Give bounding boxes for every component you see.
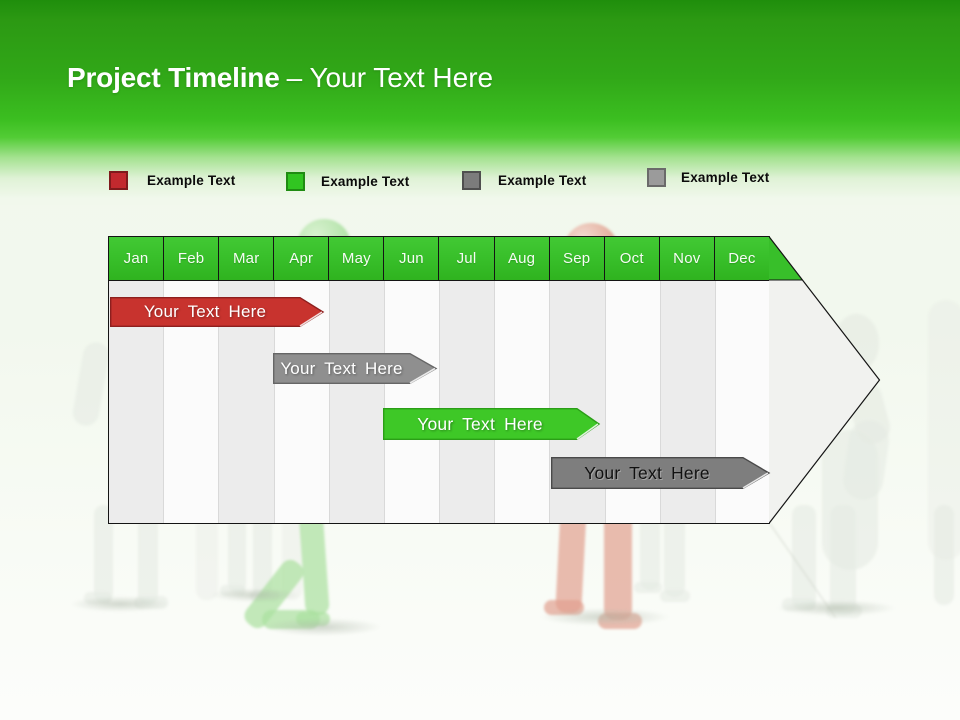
figure-left-leg <box>94 505 113 603</box>
month-cell-jan[interactable]: Jan <box>109 237 165 280</box>
floor-shadow <box>262 618 382 636</box>
figure-red-leg <box>604 505 632 620</box>
title-band <box>0 0 960 205</box>
month-cell-may[interactable]: May <box>329 237 385 280</box>
month-header-row: Jan Feb Mar Apr May Jun Jul Aug Sep Oct … <box>109 237 770 281</box>
bar-label: Your Text Here <box>143 302 267 321</box>
floor-shadow <box>70 596 170 612</box>
figure-mid-foot <box>634 582 662 593</box>
figure-right-leg <box>792 505 816 610</box>
figure-left2-leg <box>253 505 272 597</box>
legend-item-green[interactable]: Example Text <box>286 172 409 191</box>
figure-far-right-leg <box>934 505 954 605</box>
grid-column <box>384 281 441 523</box>
legend-swatch-gray <box>647 168 666 187</box>
arrow-tip <box>769 236 881 524</box>
timeline-bar-green[interactable]: Your Text Here <box>383 408 601 440</box>
month-cell-oct[interactable]: Oct <box>604 237 660 280</box>
legend-item-gray[interactable]: Example Text <box>647 168 769 187</box>
month-cell-jul[interactable]: Jul <box>439 237 495 280</box>
legend-swatch-green <box>286 172 305 191</box>
slide-title-light: – Your Text Here <box>286 62 494 93</box>
timeline-bar-gray[interactable]: Your Text Here <box>273 353 438 384</box>
timeline-chart: Jan Feb Mar Apr May Jun Jul Aug Sep Oct … <box>108 236 883 526</box>
month-cell-sep[interactable]: Sep <box>549 237 605 280</box>
bar-label: Your Text Here <box>280 358 403 378</box>
month-cell-apr[interactable]: Apr <box>274 237 330 280</box>
grid-column <box>440 281 496 523</box>
grid-column <box>495 281 551 523</box>
figure-back-leg <box>196 505 218 600</box>
legend-label: Example Text <box>147 173 236 188</box>
figure-left-leg <box>138 505 158 605</box>
timeline-bar-red[interactable]: Your Text Here <box>110 297 325 327</box>
figure-right-leg <box>830 505 856 615</box>
timeline-bar-darkgray[interactable]: Your Text Here <box>551 457 771 489</box>
floor-shadow <box>540 608 670 626</box>
bar-label: Your Text Here <box>417 413 543 434</box>
month-cell-feb[interactable]: Feb <box>164 237 220 280</box>
legend-label: Example Text <box>681 170 770 185</box>
legend-swatch-gray-dark <box>462 171 481 190</box>
month-cell-mar[interactable]: Mar <box>219 237 275 280</box>
legend-item-gray-dark[interactable]: Example Text <box>462 171 586 190</box>
legend-label: Example Text <box>498 173 587 188</box>
bar-label: Your Text Here <box>584 462 710 483</box>
legend-item-red[interactable]: Example Text <box>109 171 235 190</box>
figure-mid-foot <box>660 590 690 602</box>
slide-title[interactable]: Project Timeline– Your Text Here <box>67 62 493 94</box>
figure-mid-leg <box>664 505 685 597</box>
floor-shadow <box>776 600 896 616</box>
month-cell-aug[interactable]: Aug <box>494 237 550 280</box>
month-cell-jun[interactable]: Jun <box>384 237 440 280</box>
figure-mid-leg <box>640 505 660 590</box>
slide-title-bold: Project Timeline <box>67 62 280 93</box>
figure-left2-leg <box>228 505 246 593</box>
grid-column <box>329 281 385 523</box>
floor-shadow <box>210 588 300 602</box>
legend-label: Example Text <box>321 174 410 189</box>
legend-swatch-red <box>109 171 128 190</box>
figure-left-arm <box>70 340 112 428</box>
month-cell-nov[interactable]: Nov <box>659 237 715 280</box>
month-cell-dec[interactable]: Dec <box>714 237 770 280</box>
